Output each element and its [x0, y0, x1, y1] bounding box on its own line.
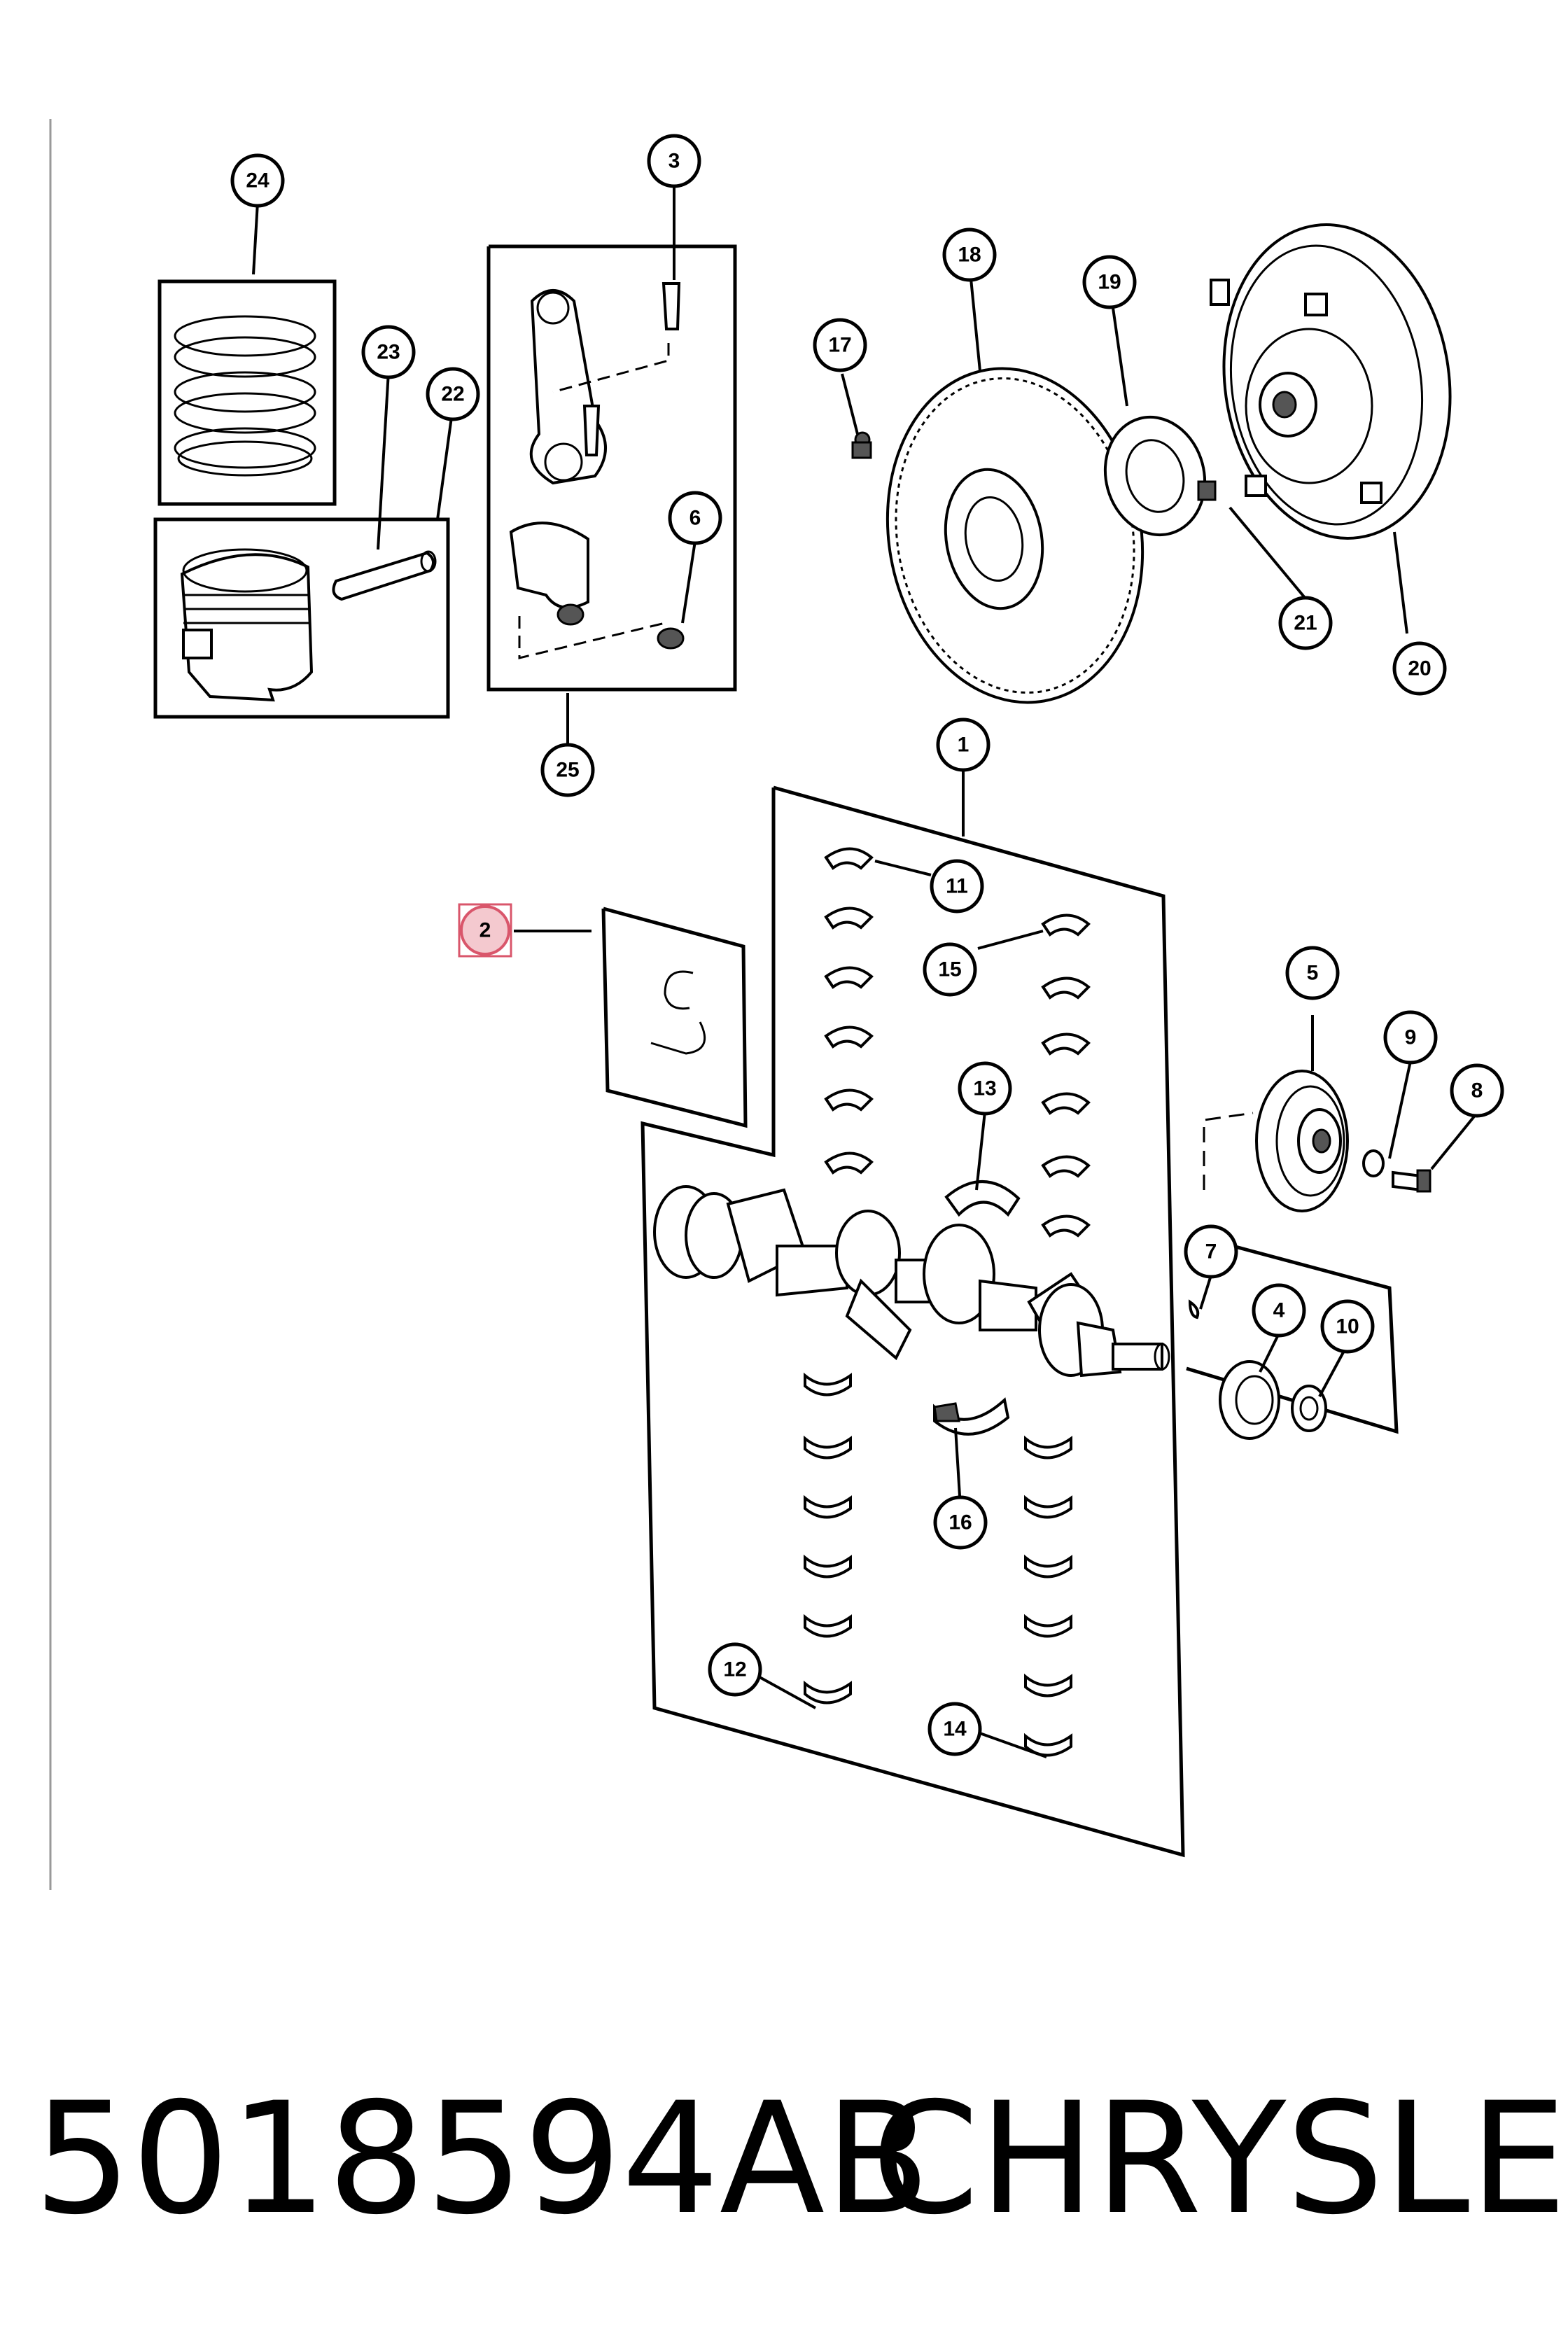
flexplate-adapter — [1103, 415, 1207, 537]
connecting-rod-group — [486, 244, 737, 692]
bearing-kit-frame — [640, 785, 1185, 1858]
callout-10[interactable]: 10 — [1320, 1299, 1375, 1354]
callout-13-label: 13 — [973, 1077, 996, 1100]
callout-13[interactable]: 13 — [958, 1061, 1012, 1116]
thrust-bearing-upper — [944, 1180, 1021, 1217]
callout-15[interactable]: 15 — [923, 942, 977, 997]
callout-24-label: 24 — [246, 169, 270, 192]
piston-rings-group — [158, 279, 337, 506]
callout-24[interactable]: 24 — [230, 153, 285, 208]
thrust-washer-box — [601, 906, 748, 1128]
callout-12-label: 12 — [723, 1658, 746, 1681]
callout-5-label: 5 — [1307, 962, 1319, 985]
leader-lines — [252, 184, 1478, 1758]
callout-5[interactable]: 5 — [1285, 946, 1340, 1000]
piston-and-pin-group — [153, 517, 450, 719]
lower-bearing-shells-right — [1024, 1435, 1072, 1757]
callout-21-label: 21 — [1294, 612, 1317, 635]
callout-8-label: 8 — [1471, 1079, 1483, 1102]
callout-22[interactable]: 22 — [426, 367, 480, 421]
callout-21[interactable]: 21 — [1278, 596, 1333, 650]
upper-bearing-shells-left — [824, 847, 874, 1175]
callout-14-label: 14 — [943, 1718, 967, 1741]
part-number: 5018594AB — [34, 2069, 930, 2248]
crankshaft — [653, 1185, 1170, 1378]
callout-10-label: 10 — [1336, 1315, 1359, 1338]
callout-22-label: 22 — [441, 383, 464, 406]
crank-sprocket-group — [1186, 1233, 1399, 1440]
callout-18-label: 18 — [958, 244, 981, 267]
callout-18[interactable]: 18 — [942, 227, 997, 282]
callout-17-label: 17 — [828, 334, 851, 357]
callout-15-label: 15 — [938, 958, 961, 981]
vibration-damper-group — [1203, 1070, 1432, 1212]
callout-23-label: 23 — [377, 341, 400, 364]
callout-16-label: 16 — [948, 1511, 972, 1534]
callout-1[interactable]: 1 — [936, 718, 990, 772]
flywheel — [854, 367, 1144, 704]
callout-2-label: 2 — [479, 919, 491, 942]
brand-name: CHRYSLER — [872, 2069, 1568, 2248]
callout-12[interactable]: 12 — [708, 1642, 762, 1697]
callout-2[interactable]: 2 — [458, 903, 512, 958]
callout-6-label: 6 — [690, 507, 701, 530]
lower-bearing-shells-left — [804, 1372, 852, 1704]
callout-6[interactable]: 6 — [668, 491, 722, 545]
callout-17[interactable]: 17 — [813, 318, 867, 372]
upper-bearing-shells-right — [1041, 913, 1091, 1238]
callout-3[interactable]: 3 — [647, 134, 701, 188]
thrust-bearing-lower — [933, 1397, 1010, 1436]
flywheel-bolt — [851, 441, 872, 459]
callout-4[interactable]: 4 — [1252, 1283, 1306, 1338]
callout-9-label: 9 — [1405, 1026, 1417, 1049]
callout-23[interactable]: 23 — [361, 325, 416, 379]
callout-16[interactable]: 16 — [933, 1495, 988, 1550]
callout-4-label: 4 — [1273, 1299, 1285, 1322]
callout-1-label: 1 — [958, 734, 969, 757]
callout-11-label: 11 — [946, 875, 968, 898]
callout-25[interactable]: 25 — [540, 743, 595, 797]
callout-8[interactable]: 8 — [1450, 1063, 1504, 1118]
callout-7[interactable]: 7 — [1184, 1224, 1238, 1279]
torque-converter — [1210, 223, 1452, 540]
callout-20-label: 20 — [1408, 657, 1431, 680]
callout-19-label: 19 — [1098, 271, 1121, 294]
callout-9[interactable]: 9 — [1383, 1010, 1438, 1065]
callout-19[interactable]: 19 — [1082, 255, 1137, 309]
callout-14[interactable]: 14 — [927, 1702, 982, 1756]
callout-20[interactable]: 20 — [1392, 641, 1447, 696]
callout-25-label: 25 — [556, 759, 579, 782]
callout-11[interactable]: 11 — [930, 859, 984, 913]
callout-7-label: 7 — [1205, 1240, 1217, 1264]
converter-bolt — [1197, 480, 1217, 501]
callout-3-label: 3 — [668, 150, 680, 173]
